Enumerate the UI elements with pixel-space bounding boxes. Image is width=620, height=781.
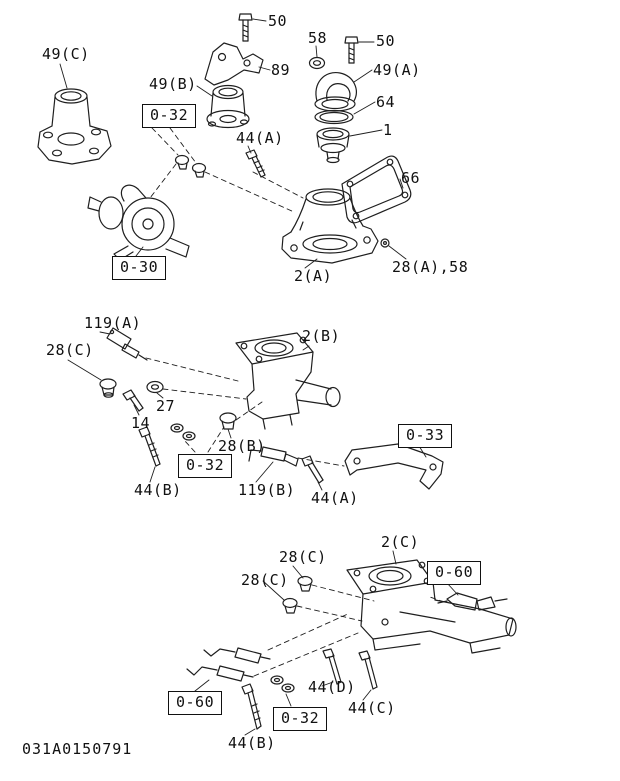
part-49a-outlet-pipe — [314, 72, 357, 112]
part-label-28-a-58-14: 28(A),58 — [392, 258, 469, 276]
part-bolt-44a-mid — [301, 455, 324, 484]
part-sensor-119a — [106, 327, 148, 361]
leader-lines — [59, 18, 459, 736]
part-label-44-b-34: 44(B) — [228, 734, 276, 752]
part-plug-28b — [219, 412, 237, 430]
part-housing-2b — [235, 332, 341, 430]
part-bolt-14 — [122, 389, 144, 412]
part-clip-58 — [308, 56, 326, 70]
part-washers-0-32-bottom — [270, 675, 295, 693]
part-bolt-44d — [322, 648, 342, 685]
part-label-28-c-26: 28(C) — [279, 548, 327, 566]
part-label-64-7: 64 — [376, 93, 396, 111]
ref-box-0-60-29: 0-60 — [427, 561, 482, 585]
part-bracket-89 — [204, 42, 264, 86]
part-washers-0-32-mid — [170, 423, 196, 441]
part-label-44-c-32: 44(C) — [348, 699, 396, 717]
part-label-44-a-25: 44(A) — [311, 489, 359, 507]
part-label-14-19: 14 — [131, 414, 151, 432]
part-housing-2a — [281, 188, 379, 264]
part-washer-27 — [146, 380, 164, 394]
ref-box-0-32-33: 0-32 — [273, 707, 328, 731]
part-bolt-50-left — [238, 13, 253, 42]
part-plug-28c-bottom-1 — [297, 575, 313, 592]
part-label-50-0: 50 — [268, 12, 288, 30]
ref-box-0-32-8: 0-32 — [142, 104, 197, 128]
ref-box-0-60-30: 0-60 — [168, 691, 223, 715]
part-bolt-28a — [380, 238, 390, 248]
part-thermostat-1 — [316, 127, 350, 164]
part-label-44-a-10: 44(A) — [236, 129, 284, 147]
part-label-2-a-13: 2(A) — [294, 267, 333, 285]
ref-box-0-30-12: 0-30 — [112, 256, 167, 280]
part-sensor-0-60-right — [437, 592, 508, 611]
part-label-27-18: 27 — [156, 397, 176, 415]
part-seal-64 — [314, 109, 354, 125]
part-label-28-b-20: 28(B) — [218, 437, 266, 455]
diagram-code: 031A0150791 — [22, 740, 133, 758]
ref-box-0-33-21: 0-33 — [398, 424, 453, 448]
part-plugs-0-32-top — [174, 154, 207, 178]
part-label-2-c-27: 2(C) — [381, 533, 420, 551]
part-label-44-b-23: 44(B) — [134, 481, 182, 499]
ref-box-0-32-22: 0-32 — [178, 454, 233, 478]
part-label-58-2: 58 — [308, 29, 328, 47]
part-plug-28c-bottom-2 — [282, 597, 298, 614]
part-label-49-b-5: 49(B) — [149, 75, 197, 93]
part-label-44-d-31: 44(D) — [308, 678, 356, 696]
part-label-119-b-24: 119(B) — [238, 481, 296, 499]
part-bolt-44b-mid — [138, 426, 161, 467]
part-plug-28c-mid — [99, 378, 117, 398]
part-water-pump-assembly — [87, 184, 190, 261]
part-label-89-4: 89 — [271, 61, 291, 79]
part-label-1-9: 1 — [383, 121, 393, 139]
part-label-66-11: 66 — [401, 169, 421, 187]
part-49c-outlet — [37, 88, 112, 165]
part-49b-outlet — [206, 84, 250, 129]
part-label-119-a-15: 119(A) — [84, 314, 142, 332]
part-bolt-50-right — [344, 36, 359, 64]
part-label-49-a-6: 49(A) — [373, 61, 421, 79]
part-label-50-3: 50 — [376, 32, 396, 50]
part-label-2-b-17: 2(B) — [302, 327, 341, 345]
part-gasket-66 — [341, 155, 412, 224]
part-sensor-119b — [248, 446, 299, 467]
part-label-28-c-28: 28(C) — [241, 571, 289, 589]
assembly-dashed-lines — [145, 127, 445, 677]
part-bolt-44b-bottom — [241, 683, 262, 730]
part-sensors-0-60-left — [186, 647, 271, 682]
part-bolt-44c — [358, 650, 378, 690]
part-label-28-c-16: 28(C) — [46, 341, 94, 359]
part-label-49-c-1: 49(C) — [42, 45, 90, 63]
part-bracket-0-33 — [344, 443, 444, 490]
